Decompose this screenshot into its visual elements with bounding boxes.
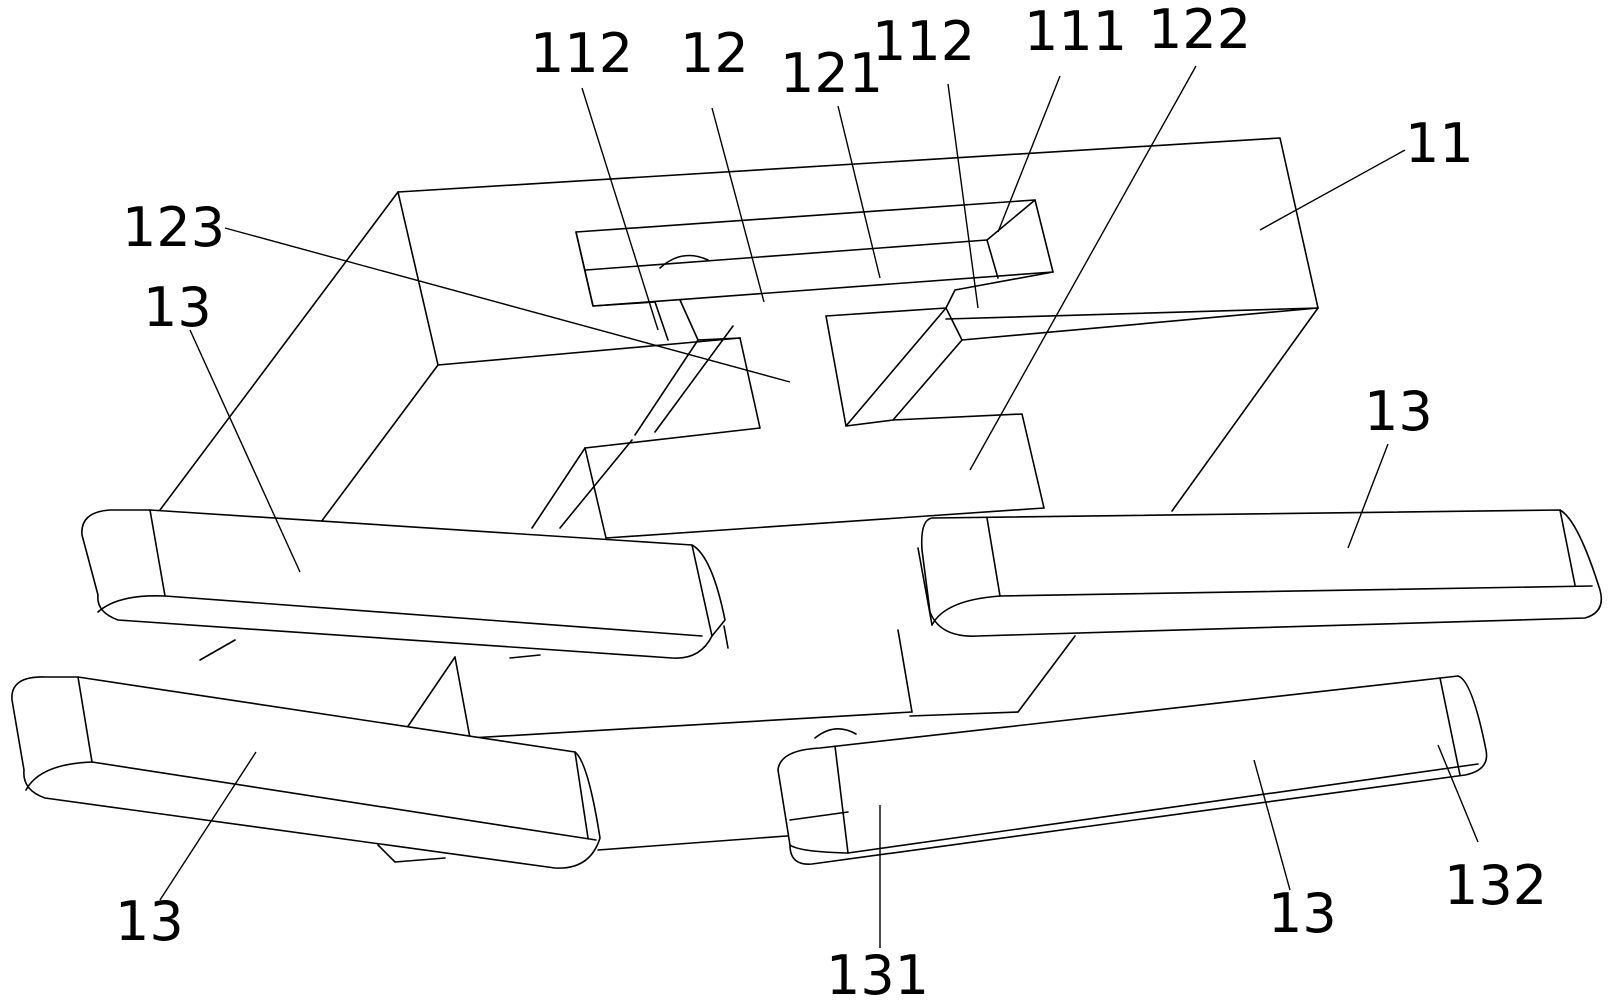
label-13-lower-left: 13 [115,890,184,953]
slot-111 [575,199,1054,307]
label-132: 132 [1444,854,1547,917]
arm-13-lower-right [777,675,1488,865]
housing-block-11 [159,137,1319,717]
label-12: 12 [680,22,749,85]
label-13-upper-left: 13 [143,276,212,339]
leader-lines [159,65,1479,948]
label-11: 11 [1405,112,1474,175]
reference-numerals: 112 12 121 112 111 122 11 123 13 13 13 1… [115,0,1547,1000]
label-111: 111 [1024,0,1127,63]
label-112-right: 112 [872,10,975,73]
label-13-upper-right: 13 [1364,380,1433,443]
label-112-left: 112 [530,22,633,85]
arm-13-upper-left [81,509,726,659]
slider-12 [199,231,1319,863]
label-121: 121 [780,42,883,105]
label-123: 123 [122,196,225,259]
arm-13-upper-right [917,509,1603,637]
label-131: 131 [826,944,929,1000]
arm-13-lower-left [11,676,601,869]
label-13-lower-right: 13 [1268,882,1337,945]
label-122: 122 [1148,0,1251,61]
